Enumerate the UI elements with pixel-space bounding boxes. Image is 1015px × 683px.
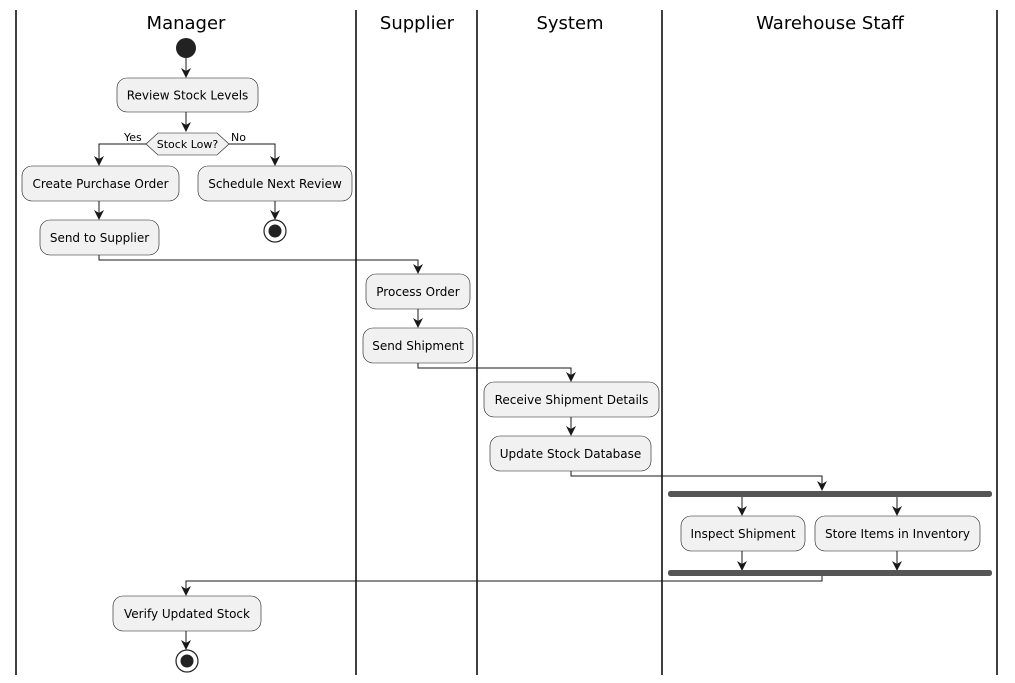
activity-send-shipment: Send Shipment <box>362 327 474 364</box>
activity-label: Update Stock Database <box>500 447 642 461</box>
activity-label: Store Items in Inventory <box>825 527 970 541</box>
flow-arrow <box>229 143 280 166</box>
decision-label: Stock Low? <box>157 138 219 151</box>
activity-label: Inspect Shipment <box>690 527 795 541</box>
activity-label: Create Purchase Order <box>32 177 168 191</box>
lane-title-supplier: Supplier <box>380 13 455 34</box>
activity-process-order: Process Order <box>365 273 471 310</box>
flow-arrow <box>417 363 576 382</box>
flow-arrow <box>570 471 827 491</box>
lane-title-system: System <box>536 13 603 34</box>
decision-no-label: No <box>231 131 246 144</box>
activity-receive-shipment-details: Receive Shipment Details <box>483 381 660 418</box>
activity-verify-updated-stock: Verify Updated Stock <box>112 595 262 632</box>
fork-bar <box>668 491 992 497</box>
flow-arrow <box>181 576 823 596</box>
activity-schedule-next-review: Schedule Next Review <box>197 165 353 202</box>
end-node <box>263 219 287 243</box>
flow-arrow <box>94 143 146 166</box>
join-bar <box>668 570 992 576</box>
activity-send-to-supplier: Send to Supplier <box>39 219 160 256</box>
lane-title-manager: Manager <box>147 13 226 34</box>
activity-label: Process Order <box>376 285 460 299</box>
activity-label: Receive Shipment Details <box>495 393 649 407</box>
activity-update-stock-database: Update Stock Database <box>489 435 652 472</box>
decision-yes-label: Yes <box>123 131 142 144</box>
activity-review-stock-levels: Review Stock Levels <box>116 77 259 113</box>
activity-label: Send Shipment <box>372 339 464 353</box>
start-node <box>176 38 196 58</box>
activity-label: Review Stock Levels <box>127 89 249 103</box>
activity-create-purchase-order: Create Purchase Order <box>21 165 180 202</box>
activity-label: Schedule Next Review <box>208 177 342 191</box>
end-node <box>175 649 199 673</box>
decision-stock-low: Stock Low? <box>145 132 230 156</box>
activity-label: Send to Supplier <box>50 231 149 245</box>
flow-arrow <box>98 255 423 274</box>
lane-title-warehouse-staff: Warehouse Staff <box>756 13 904 34</box>
activity-label: Verify Updated Stock <box>124 607 250 621</box>
activity-inspect-shipment: Inspect Shipment <box>680 515 806 552</box>
activity-store-items-in-inventory: Store Items in Inventory <box>814 515 981 552</box>
